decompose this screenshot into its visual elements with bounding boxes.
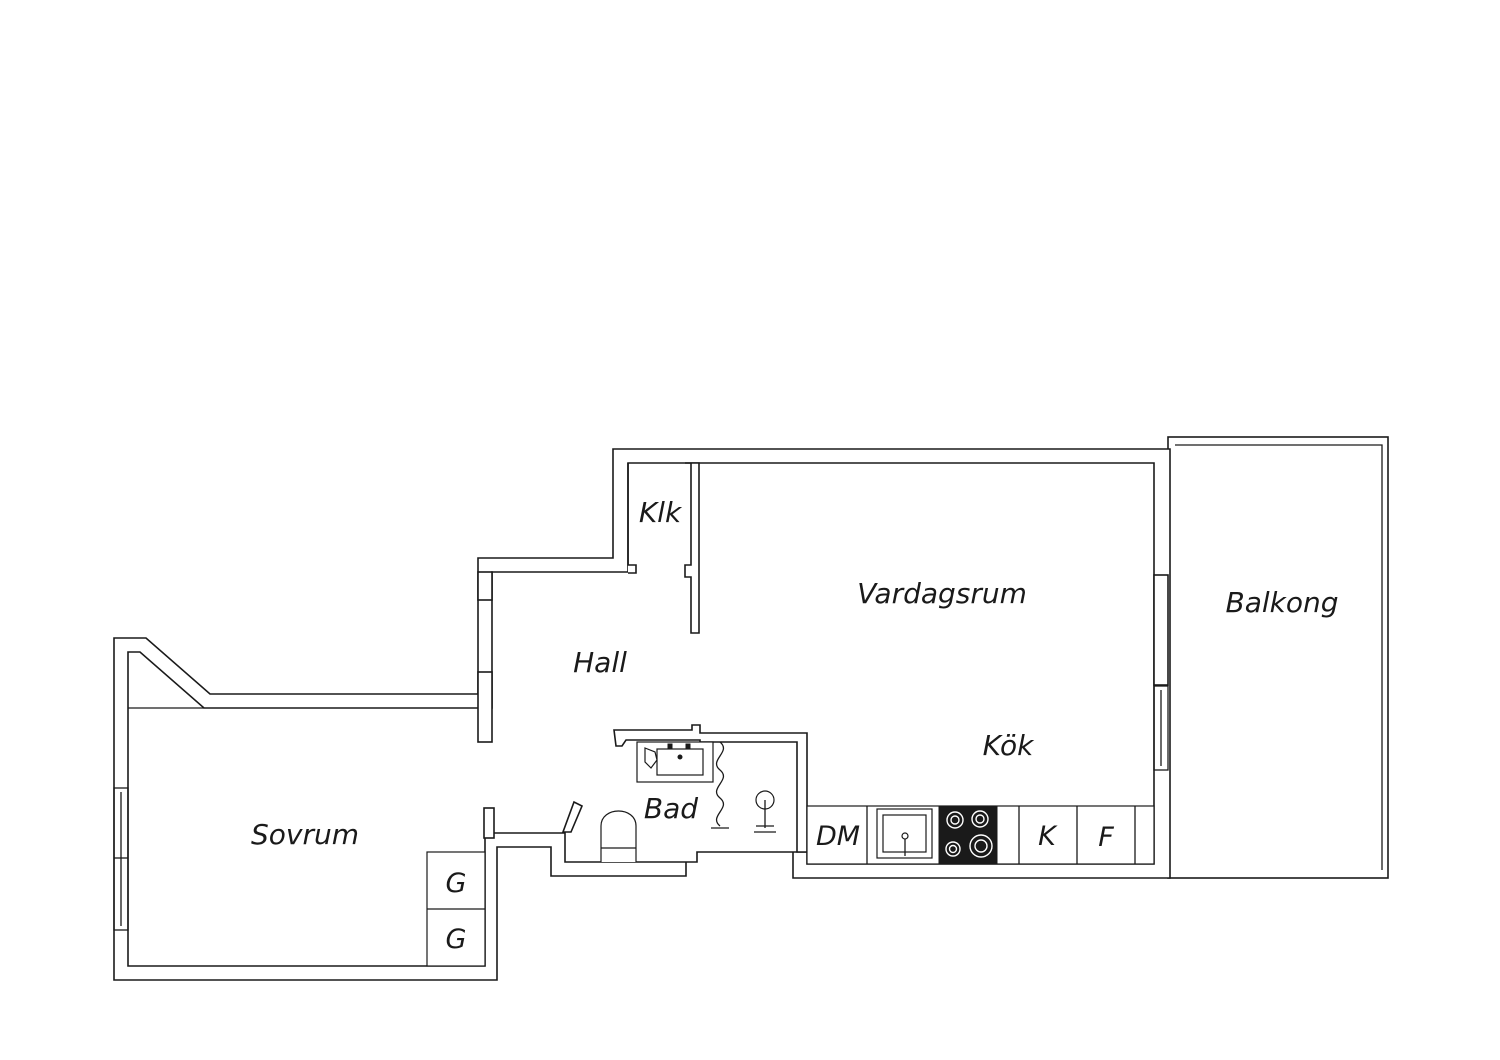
stove-icon [938,805,998,865]
room-label-bad: Bad [644,792,698,825]
interior-floor [127,462,1155,967]
room-label-hall: Hall [573,646,627,679]
balcony-outline [1167,436,1389,879]
toilet-icon [600,810,637,862]
label-dishwasher: DM [816,821,860,852]
room-label-vardagsrum: Vardagsrum [857,577,1027,610]
bathroom [561,724,808,862]
room-label-sovrum: Sovrum [251,818,359,851]
wardrobes [426,851,486,967]
label-freezer: F [1098,822,1114,853]
window-sovrum [113,787,129,931]
wall-stubs [477,462,1169,839]
kitchen-counter [806,805,1155,865]
room-label-klk: Klk [639,496,683,529]
room-label-balkong: Balkong [1225,586,1338,619]
room-label-kok: Kök [983,729,1035,762]
label-wardrobe-bottom: G [446,924,467,955]
label-fridge: K [1038,821,1058,852]
label-wardrobe-top: G [446,868,467,899]
